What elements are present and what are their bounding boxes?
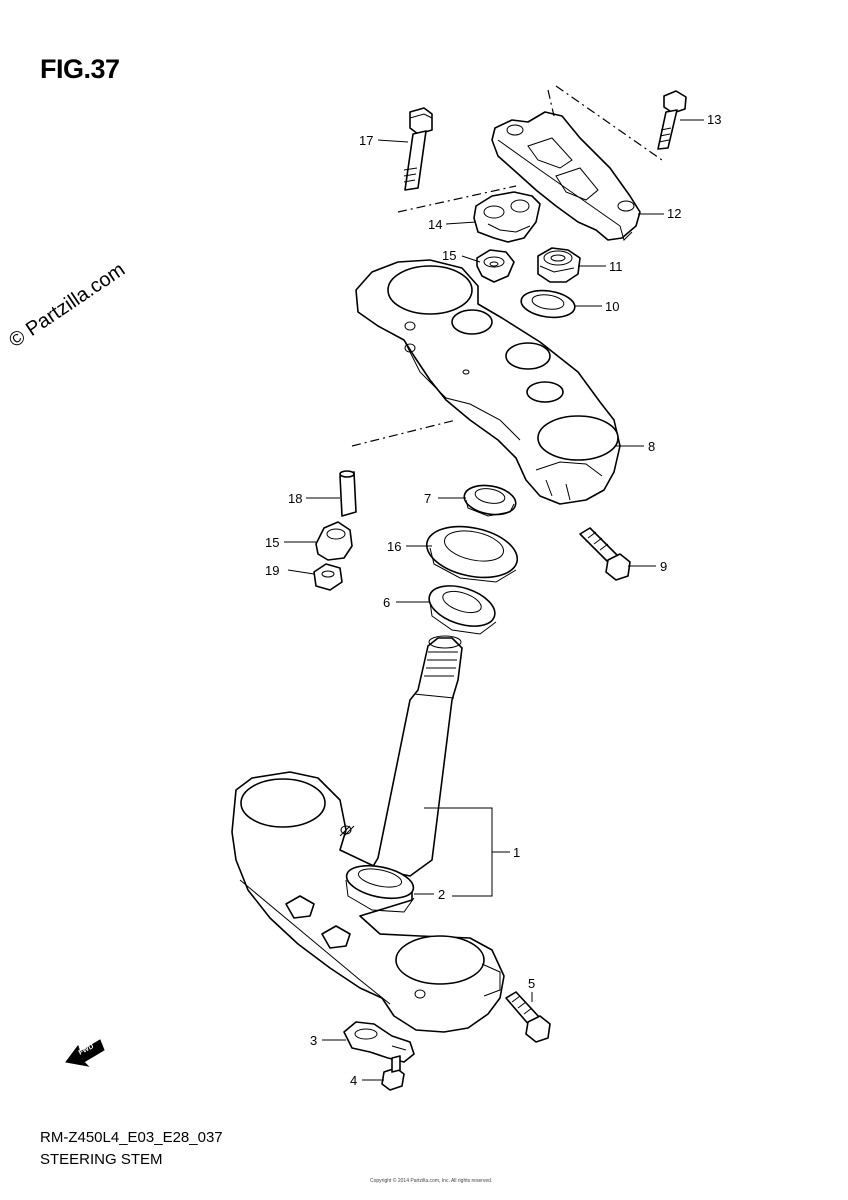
part-14-clamp-holder[interactable]: [473, 191, 541, 243]
part-12-handlebar-clamp[interactable]: [491, 111, 641, 241]
part-8-upper-bracket[interactable]: [355, 259, 621, 505]
callout-15-lower[interactable]: 15: [265, 535, 279, 550]
callout-4[interactable]: 4: [350, 1073, 357, 1088]
part-16-dust-seal[interactable]: [422, 519, 522, 585]
callout-14[interactable]: 14: [428, 217, 442, 232]
callout-leader-lines: [284, 119, 704, 1081]
callout-15-upper[interactable]: 15: [442, 248, 456, 263]
part-15-cushion-lower[interactable]: [315, 521, 353, 561]
callout-13[interactable]: 13: [707, 112, 721, 127]
callout-11[interactable]: 11: [609, 259, 623, 274]
callout-1[interactable]: 1: [513, 845, 520, 860]
callout-8[interactable]: 8: [648, 439, 655, 454]
part-5-bolt[interactable]: [505, 991, 551, 1043]
part-9-bolt[interactable]: [579, 527, 631, 581]
part-18-sleeve[interactable]: [339, 470, 357, 517]
callout-12[interactable]: 12: [667, 206, 681, 221]
assembly-guide-lines: [351, 85, 663, 447]
part-13-bolt[interactable]: [657, 90, 687, 150]
part-17-bolt[interactable]: [403, 107, 433, 191]
part-10-washer[interactable]: [519, 287, 576, 320]
callout-numbers: 17 13 12 14 15 11 10 8 18 7 15 16 9 19 6…: [265, 112, 721, 1088]
part-2-bearing[interactable]: [344, 860, 417, 913]
part-15-cushion-upper[interactable]: [476, 249, 515, 283]
part-7-stem-ring[interactable]: [462, 482, 518, 519]
callout-5[interactable]: 5: [528, 976, 535, 991]
part-6-bearing[interactable]: [424, 578, 500, 635]
callout-19[interactable]: 19: [265, 563, 279, 578]
callout-17[interactable]: 17: [359, 133, 373, 148]
figure-title: FIG.37: [40, 54, 120, 84]
fwd-arrow-icon: FWD: [65, 1039, 105, 1067]
copyright-fine-print: Copyright © 2014 Partzilla.com, Inc. All…: [370, 1178, 493, 1184]
part-11-stem-nut[interactable]: [537, 247, 581, 283]
callout-6[interactable]: 6: [383, 595, 390, 610]
part-3-clamp[interactable]: [343, 1021, 415, 1063]
callout-10[interactable]: 10: [605, 299, 619, 314]
callout-16[interactable]: 16: [387, 539, 401, 554]
diagram-code: RM-Z450L4_E03_E28_037: [40, 1129, 223, 1146]
callout-18[interactable]: 18: [288, 491, 302, 506]
part-4-screw[interactable]: [381, 1055, 405, 1091]
callout-2[interactable]: 2: [438, 887, 445, 902]
callout-3[interactable]: 3: [310, 1033, 317, 1048]
part-1-steering-stem[interactable]: [231, 635, 505, 1033]
callout-7[interactable]: 7: [424, 491, 431, 506]
callout-9[interactable]: 9: [660, 559, 667, 574]
diagram-name: STEERING STEM: [40, 1151, 163, 1168]
part-19-nut[interactable]: [313, 563, 343, 591]
